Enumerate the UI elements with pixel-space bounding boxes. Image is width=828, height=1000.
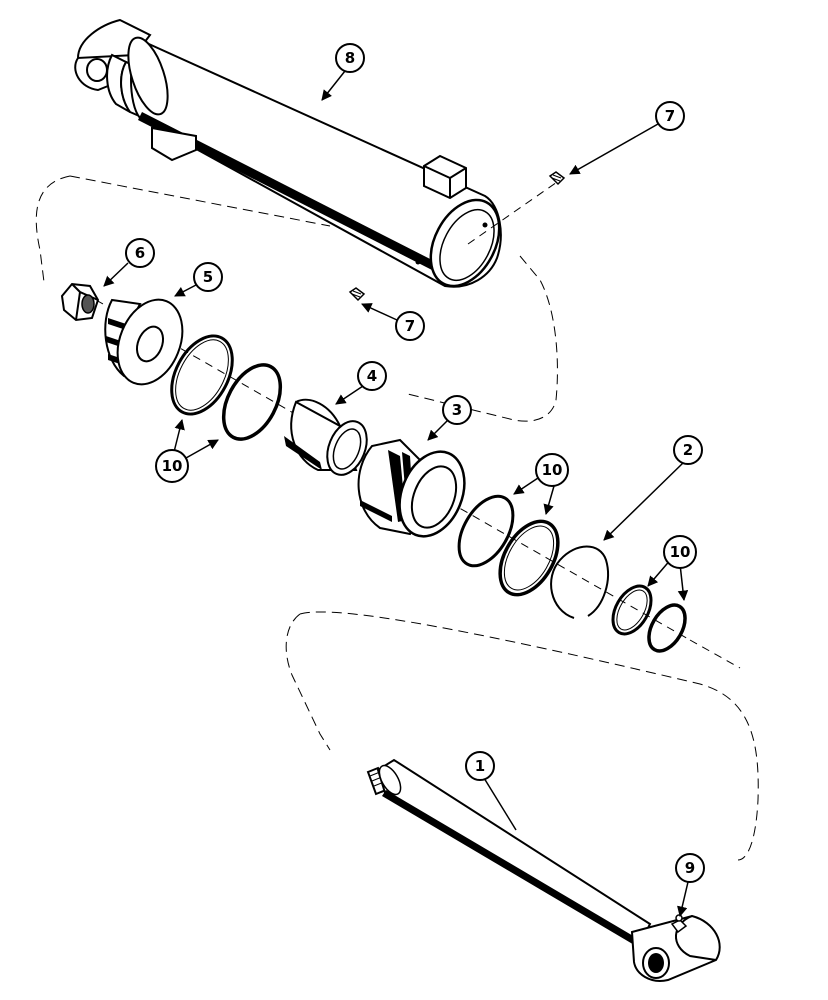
callout-label: 7 <box>405 317 415 335</box>
callout-7: 7 <box>655 101 685 131</box>
callout-label: 7 <box>665 107 675 125</box>
callout-9: 9 <box>675 853 705 883</box>
set-screw-icon <box>548 171 566 186</box>
piston-icon <box>104 298 184 386</box>
callout-7: 7 <box>395 311 425 341</box>
callout-1: 1 <box>465 751 495 781</box>
leader-lines <box>103 70 689 918</box>
callout-label: 10 <box>670 543 691 561</box>
seal-ring-icon <box>221 363 283 441</box>
callout-10: 10 <box>663 535 697 569</box>
seal-ring-icon <box>498 519 560 597</box>
seal-ring-icon <box>647 603 687 653</box>
callout-6: 6 <box>125 238 155 268</box>
phantom-outline <box>35 175 759 861</box>
callout-label: 9 <box>685 859 695 877</box>
callout-label: 4 <box>367 367 377 385</box>
cylinder-barrel-icon <box>74 18 502 288</box>
callout-8: 8 <box>335 43 365 73</box>
callout-2: 2 <box>673 435 703 465</box>
seal-ring-icon <box>457 494 515 568</box>
hex-nut-icon <box>60 282 100 322</box>
callout-3: 3 <box>442 395 472 425</box>
piston-rod-icon <box>366 758 721 982</box>
callout-label: 3 <box>452 401 462 419</box>
spacer-tube-icon <box>284 398 368 476</box>
set-screw-icon <box>348 287 366 302</box>
callout-label: 5 <box>203 268 213 286</box>
snap-ring-icon <box>550 545 609 619</box>
callout-label: 6 <box>135 244 145 262</box>
callout-10: 10 <box>535 453 569 487</box>
callout-label: 10 <box>162 457 183 475</box>
seal-ring-icon <box>611 584 653 636</box>
callout-label: 2 <box>683 441 693 459</box>
seal-ring-icon <box>170 334 234 416</box>
callout-label: 1 <box>475 757 485 775</box>
callout-5: 5 <box>193 262 223 292</box>
gland-head-icon <box>357 438 466 538</box>
callout-10: 10 <box>155 449 189 483</box>
callout-4: 4 <box>357 361 387 391</box>
callout-label: 10 <box>542 461 563 479</box>
callout-label: 8 <box>345 49 355 67</box>
